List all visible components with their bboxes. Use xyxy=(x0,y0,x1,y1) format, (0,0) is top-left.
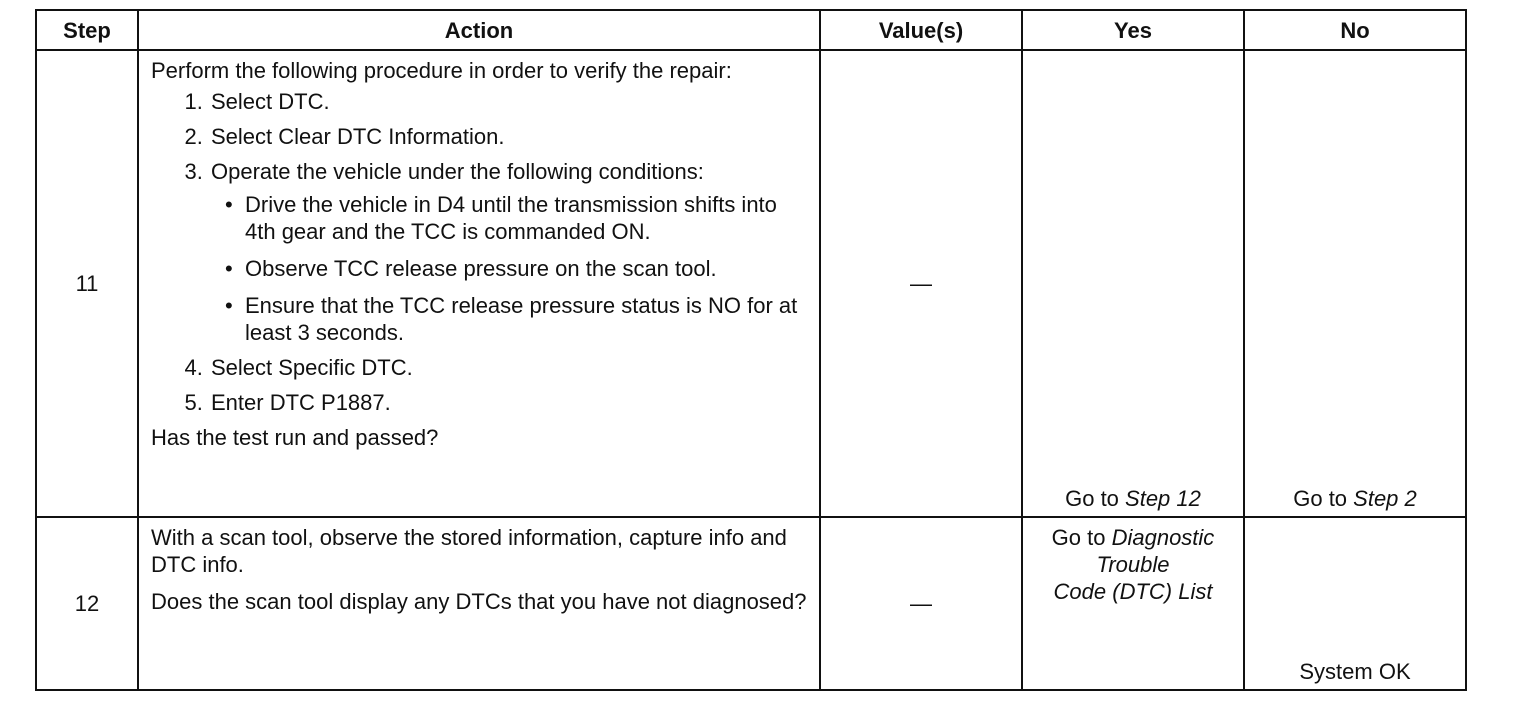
value-cell: — xyxy=(819,49,1023,518)
no-prefix: Go to xyxy=(1293,486,1354,511)
bullet-icon: • xyxy=(225,293,233,318)
procedure-step: Select DTC. xyxy=(209,88,809,115)
no-outcome: Go to Step 2 xyxy=(1245,486,1465,512)
procedure-step: Select Clear DTC Information. xyxy=(209,123,809,150)
yes-cell: Go to Step 12 xyxy=(1021,49,1245,518)
condition-item: • Ensure that the TCC release pressure st… xyxy=(225,292,809,346)
action-question: Does the scan tool display any DTCs that… xyxy=(151,589,807,614)
procedure-step: Select Specific DTC. xyxy=(209,354,809,381)
condition-item: • Drive the vehicle in D4 until the trans… xyxy=(225,191,809,245)
yes-cell: Go to Diagnostic Trouble Code (DTC) List xyxy=(1021,516,1245,691)
step-number: 11 xyxy=(35,49,139,518)
bullet-icon: • xyxy=(225,256,233,281)
header-step: Step xyxy=(35,9,139,51)
action-intro: With a scan tool, observe the stored inf… xyxy=(151,525,787,577)
yes-outcome: Go to Diagnostic Trouble Code (DTC) List xyxy=(1023,518,1243,605)
procedure-step: Enter DTC P1887. xyxy=(209,389,809,416)
procedure-step: Operate the vehicle under the following … xyxy=(209,158,809,346)
action-intro: Perform the following procedure in order… xyxy=(151,58,732,83)
value-dash: — xyxy=(910,590,932,616)
yes-outcome: Go to Step 12 xyxy=(1023,486,1243,512)
condition-list: • Drive the vehicle in D4 until the trans… xyxy=(211,191,809,346)
header-no: No xyxy=(1243,9,1467,51)
condition-text: Ensure that the TCC release pressure sta… xyxy=(245,293,798,345)
header-values: Value(s) xyxy=(819,9,1023,51)
header-action: Action xyxy=(137,9,821,51)
condition-text: Drive the vehicle in D4 until the transm… xyxy=(245,192,777,244)
no-cell: Go to Step 2 xyxy=(1243,49,1467,518)
no-outcome: System OK xyxy=(1299,659,1411,684)
value-dash: — xyxy=(910,270,932,296)
no-cell: System OK xyxy=(1243,516,1467,691)
header-row: Step Action Value(s) Yes No xyxy=(35,9,1467,51)
procedure-step-text: Operate the vehicle under the following … xyxy=(211,159,704,184)
no-step-link[interactable]: Step 2 xyxy=(1353,486,1417,511)
condition-text: Observe TCC release pressure on the scan… xyxy=(245,256,717,281)
yes-prefix: Go to xyxy=(1065,486,1126,511)
table-row: 12 With a scan tool, observe the stored … xyxy=(35,516,1467,691)
yes-dtc-link[interactable]: Code (DTC) List xyxy=(1053,579,1213,604)
action-cell: With a scan tool, observe the stored inf… xyxy=(137,516,821,691)
diagnostic-table: Step Action Value(s) Yes No 11 Perform t… xyxy=(35,9,1467,691)
header-yes: Yes xyxy=(1021,9,1245,51)
yes-dtc-link[interactable]: Diagnostic xyxy=(1111,525,1215,550)
yes-dtc-link[interactable]: Trouble xyxy=(1096,552,1170,577)
yes-step-link[interactable]: Step 12 xyxy=(1125,486,1201,511)
bullet-icon: • xyxy=(225,192,233,217)
yes-prefix: Go to xyxy=(1051,525,1112,550)
action-cell: Perform the following procedure in order… xyxy=(137,49,821,518)
value-cell: — xyxy=(819,516,1023,691)
condition-item: • Observe TCC release pressure on the sca… xyxy=(225,255,809,282)
table-row: 11 Perform the following procedure in or… xyxy=(35,49,1467,518)
action-question: Has the test run and passed? xyxy=(151,425,439,450)
step-number: 12 xyxy=(35,516,139,691)
procedure-list: Select DTC. Select Clear DTC Information… xyxy=(151,88,809,416)
